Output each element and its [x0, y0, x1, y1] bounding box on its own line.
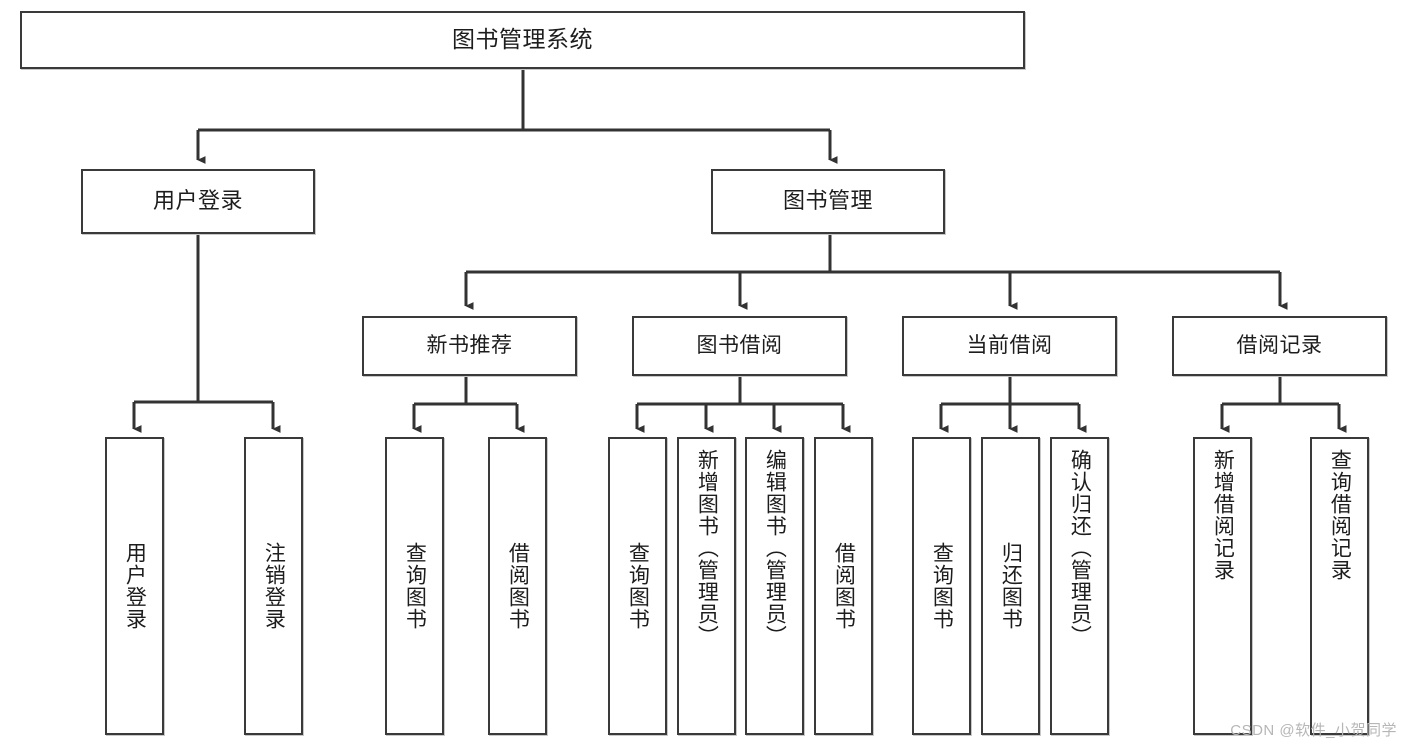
node-label: 新增图书（管理员）	[695, 449, 719, 647]
node-book-management[interactable]: 图书管理	[711, 169, 945, 234]
node-label: 编辑图书（管理员）	[763, 449, 787, 647]
node-label: 确认归还（管理员）	[1068, 449, 1092, 647]
leaf-book-borrow-add-book[interactable]: 新增图书（管理员）	[677, 437, 736, 735]
node-label: 注销登录	[262, 542, 286, 630]
leaf-current-borrow-confirm-return[interactable]: 确认归还（管理员）	[1050, 437, 1109, 735]
node-label: 查询图书	[626, 542, 650, 630]
leaf-borrow-record-query-record[interactable]: 查询借阅记录	[1310, 437, 1369, 735]
leaf-new-book-borrow-book[interactable]: 借阅图书	[488, 437, 547, 735]
node-book-borrow[interactable]: 图书借阅	[632, 316, 847, 376]
leaf-user-login-login[interactable]: 用户登录	[105, 437, 164, 735]
csdn-watermark: CSDN @软件_小贺同学	[1230, 722, 1397, 739]
leaf-book-borrow-borrow-book[interactable]: 借阅图书	[814, 437, 873, 735]
node-current-borrow[interactable]: 当前借阅	[902, 316, 1117, 376]
node-label: 查询借阅记录	[1328, 449, 1352, 581]
leaf-book-borrow-edit-book[interactable]: 编辑图书（管理员）	[745, 437, 804, 735]
leaf-book-borrow-query-book[interactable]: 查询图书	[608, 437, 667, 735]
node-label: 当前借阅	[966, 334, 1053, 358]
node-label: 借阅记录	[1236, 334, 1323, 358]
node-label: 图书管理系统	[452, 26, 593, 53]
node-label: 用户登录	[152, 188, 243, 214]
node-root-system[interactable]: 图书管理系统	[20, 11, 1025, 69]
node-label: 借阅图书	[506, 542, 530, 630]
node-label: 新增借阅记录	[1211, 449, 1235, 581]
leaf-new-book-query-book[interactable]: 查询图书	[385, 437, 444, 735]
node-label: 用户登录	[123, 542, 147, 630]
leaf-current-borrow-query-book[interactable]: 查询图书	[912, 437, 971, 735]
node-label: 新书推荐	[426, 334, 513, 358]
node-borrow-record[interactable]: 借阅记录	[1172, 316, 1387, 376]
node-label: 查询图书	[930, 542, 954, 630]
leaf-borrow-record-add-record[interactable]: 新增借阅记录	[1193, 437, 1252, 735]
node-label: 图书管理	[782, 188, 873, 214]
node-label: 归还图书	[999, 542, 1023, 630]
leaf-user-login-logout[interactable]: 注销登录	[244, 437, 303, 735]
node-label: 图书借阅	[696, 334, 783, 358]
node-user-login[interactable]: 用户登录	[81, 169, 315, 234]
node-label: 借阅图书	[832, 542, 856, 630]
leaf-current-borrow-return-book[interactable]: 归还图书	[981, 437, 1040, 735]
node-new-book-recommend[interactable]: 新书推荐	[362, 316, 577, 376]
node-label: 查询图书	[403, 542, 427, 630]
